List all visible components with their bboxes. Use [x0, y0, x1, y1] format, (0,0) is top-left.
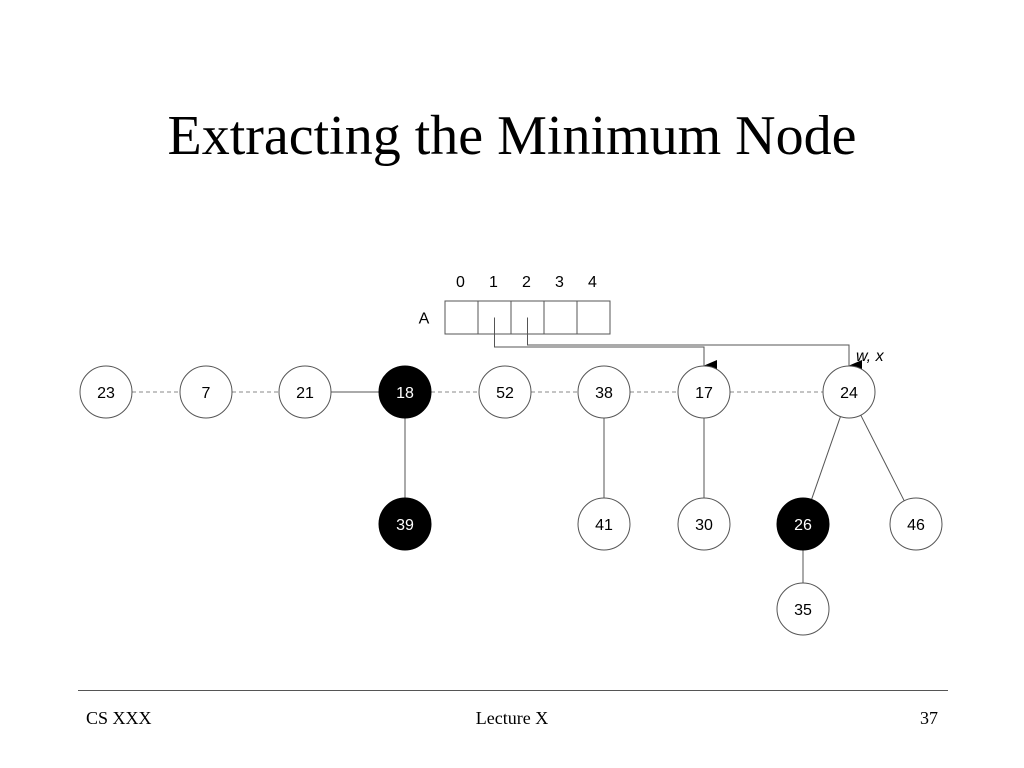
node-circle — [179, 365, 233, 419]
node-key-label: 7 — [202, 385, 211, 402]
node-key-label: 46 — [907, 517, 925, 534]
marked-heap-node: 18 — [378, 365, 432, 419]
node-circle — [889, 497, 943, 551]
heap-node: 30 — [677, 497, 731, 551]
heap-node: 21 — [278, 365, 332, 419]
heap-node: 41 — [577, 497, 631, 551]
node-circle — [776, 497, 830, 551]
node-key-label: 26 — [794, 517, 812, 534]
footer-course: CS XXX — [86, 708, 152, 728]
heap-node: 7 — [179, 365, 233, 419]
slide-title: Extracting the Minimum Node — [167, 105, 857, 167]
array-pointer-arrow — [494, 317, 717, 372]
marked-heap-node: 39 — [378, 497, 432, 551]
node-key-label: 39 — [396, 517, 414, 534]
pointer-annotation: w, x — [856, 348, 885, 365]
node-circle — [278, 365, 332, 419]
node-key-label: 41 — [595, 517, 613, 534]
node-key-label: 24 — [840, 385, 858, 402]
node-key-label: 52 — [496, 385, 514, 402]
array-index-label: 0 — [456, 274, 465, 291]
node-key-label: 18 — [396, 385, 414, 402]
heap-node: 17 — [677, 365, 731, 419]
array-index-label: 1 — [489, 274, 498, 291]
footer-page-number: 37 — [920, 708, 938, 728]
heap-node: 52 — [478, 365, 532, 419]
array-index-label: 4 — [588, 274, 597, 291]
node-circle — [577, 497, 631, 551]
heap-node: 38 — [577, 365, 631, 419]
array-pointer-arrow — [527, 317, 862, 372]
array-cell — [543, 300, 578, 335]
node-circle — [677, 497, 731, 551]
heap-node: 46 — [889, 497, 943, 551]
child-edge — [860, 414, 905, 502]
heap-node: 24 — [822, 365, 876, 419]
marked-heap-node: 26 — [776, 497, 830, 551]
node-key-label: 38 — [595, 385, 613, 402]
node-key-label: 30 — [695, 517, 713, 534]
node-circle — [378, 497, 432, 551]
child-edge — [811, 416, 841, 500]
node-circle — [478, 365, 532, 419]
array-cell — [576, 300, 611, 335]
node-key-label: 17 — [695, 385, 713, 402]
footer-divider — [78, 690, 948, 691]
node-circle — [677, 365, 731, 419]
array-cell — [444, 300, 479, 335]
node-key-label: 21 — [296, 385, 314, 402]
array-index-label: 2 — [522, 274, 531, 291]
heap-node: 35 — [776, 582, 830, 636]
array-index-label: 3 — [555, 274, 564, 291]
node-circle — [822, 365, 876, 419]
node-circle — [79, 365, 133, 419]
node-circle — [378, 365, 432, 419]
node-circle — [577, 365, 631, 419]
array-label: A — [419, 311, 430, 328]
node-key-label: 35 — [794, 602, 812, 619]
footer-lecture: Lecture X — [475, 708, 549, 728]
node-key-label: 23 — [97, 385, 115, 402]
heap-node: 23 — [79, 365, 133, 419]
node-circle — [776, 582, 830, 636]
